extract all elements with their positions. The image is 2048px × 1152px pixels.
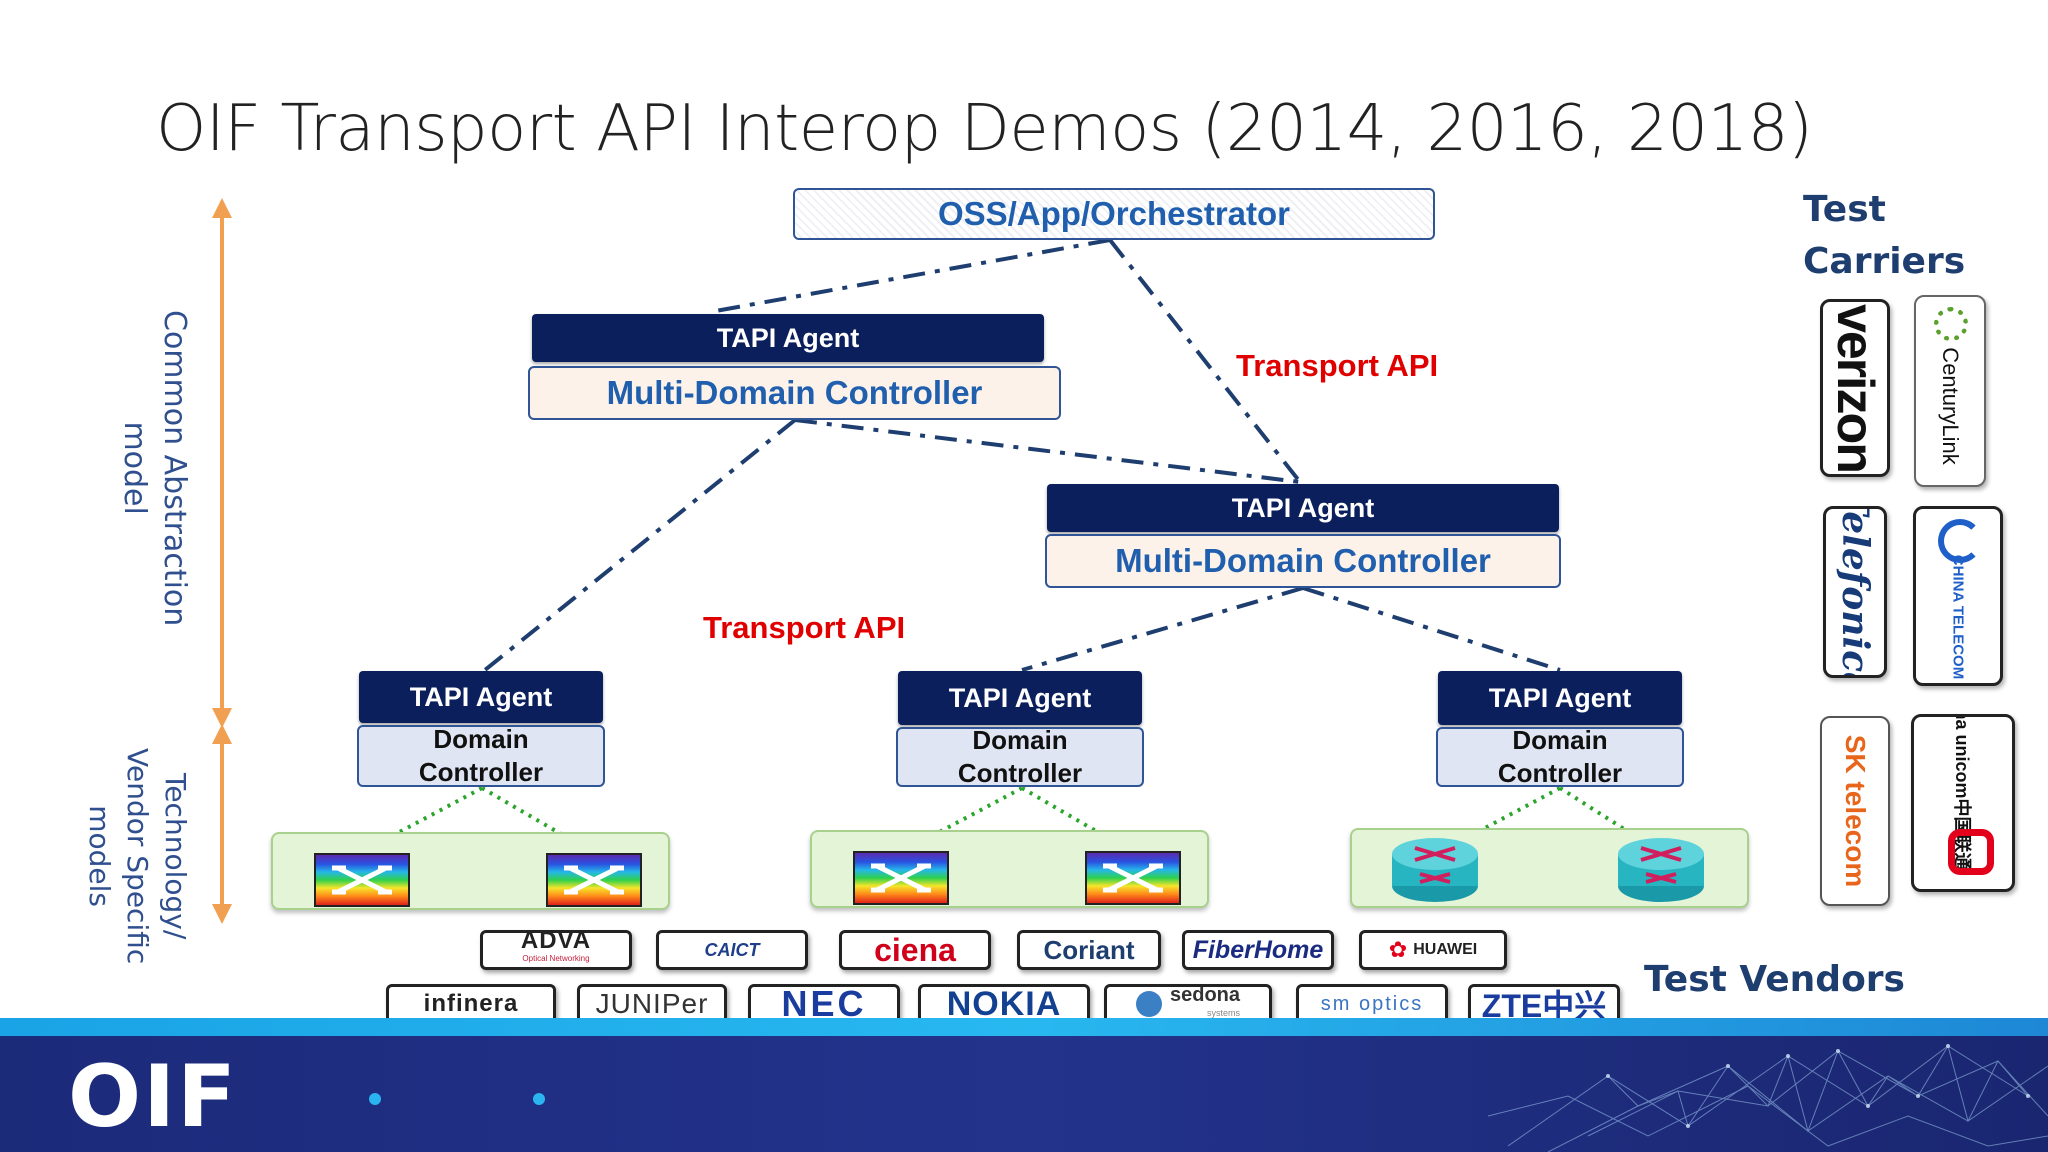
vendor-logo-nokia: NOKIA [918, 984, 1090, 1024]
vendor-logo-huawei: ✿ HUAWEI [1359, 930, 1507, 970]
tapi-agent-dc2: TAPI Agent [898, 671, 1142, 725]
china-telecom-mark-icon [1938, 519, 1982, 563]
router-icon [1616, 834, 1706, 904]
transport-api-label-upper: Transport API [1236, 348, 1439, 383]
tapi-agent-mdc1: TAPI Agent [532, 314, 1044, 362]
slide-title: OIF Transport API Interop Demos (2014, 2… [156, 92, 1813, 166]
test-vendors-heading: Test Vendors [1644, 959, 1905, 1000]
footer-dot [369, 1093, 381, 1105]
vendor-logo-caict: CAICT [656, 930, 808, 970]
router-icon [1390, 834, 1480, 904]
connector-mdc2-dc2 [1021, 586, 1304, 672]
common-abstraction-label: Common Abstraction model [117, 310, 192, 627]
network-domain-1 [271, 832, 670, 910]
domain-controller-3: Domain Controller [1436, 725, 1684, 788]
oif-logo: OIF [68, 1047, 238, 1147]
technology-vendor-label: Technology/ Vendor Specific models [83, 748, 192, 965]
test-carriers-heading: Test Carriers [1803, 189, 1966, 282]
footer-stripe [0, 1018, 2048, 1036]
domain-controller-2: Domain Controller [896, 725, 1144, 788]
network-domain-3 [1350, 828, 1749, 908]
tapi-agent-dc3: TAPI Agent [1438, 671, 1682, 725]
vendor-logo-sedona: sedona systems [1104, 984, 1272, 1024]
carrier-logo-china-unicom: China unicom中国联通 [1911, 714, 2015, 892]
carrier-logo-verizon: verizon [1820, 299, 1890, 477]
connector-mdc2-dc3 [1302, 586, 1561, 672]
connector-oss-mdc1 [709, 238, 1111, 314]
centurylink-mark-icon [1934, 307, 1968, 341]
optical-switch-icon [546, 853, 642, 907]
vendor-logo-nec: NEC [748, 984, 900, 1024]
carrier-logo-telefonica: Telefonica [1823, 506, 1887, 678]
china-unicom-knot-icon [1948, 829, 1994, 875]
multi-domain-controller-1: Multi-Domain Controller [528, 366, 1061, 420]
footer-band: OIF [0, 1036, 2048, 1152]
vendor-logo-coriant: Coriant [1017, 930, 1161, 970]
optical-switch-icon [1085, 851, 1181, 905]
huawei-flower-icon: ✿ [1388, 937, 1408, 962]
vendor-logo-juniper: JUNIPer [577, 984, 727, 1024]
tapi-agent-dc1: TAPI Agent [359, 671, 603, 723]
orchestrator-box: OSS/App/Orchestrator [793, 188, 1435, 240]
connector-mdc1-mdc2 [794, 418, 1301, 484]
network-mesh-graphic [1488, 1044, 2048, 1152]
vendor-logo-ciena: ciena [839, 930, 991, 970]
transport-api-label-lower: Transport API [703, 610, 906, 645]
network-domain-2 [810, 830, 1209, 908]
domain-controller-1: Domain Controller [357, 724, 605, 787]
footer-dot [533, 1093, 545, 1105]
vendor-logo-adva: ADVA Optical Networking [480, 930, 632, 970]
vendor-logo-zte: ZTE中兴 [1468, 984, 1620, 1024]
optical-switch-icon [853, 851, 949, 905]
carrier-logo-sk-telecom: SK telecom [1820, 716, 1890, 906]
sedona-swirl-icon [1135, 991, 1162, 1017]
multi-domain-controller-2: Multi-Domain Controller [1045, 534, 1561, 588]
optical-switch-icon [314, 853, 410, 907]
carrier-logo-centurylink: CenturyLink [1914, 295, 1986, 487]
tapi-agent-mdc2: TAPI Agent [1047, 484, 1559, 532]
carrier-logo-china-telecom: CHINA TELECOM [1913, 506, 2003, 686]
vendor-logo-fiberhome: FiberHome [1182, 930, 1334, 970]
